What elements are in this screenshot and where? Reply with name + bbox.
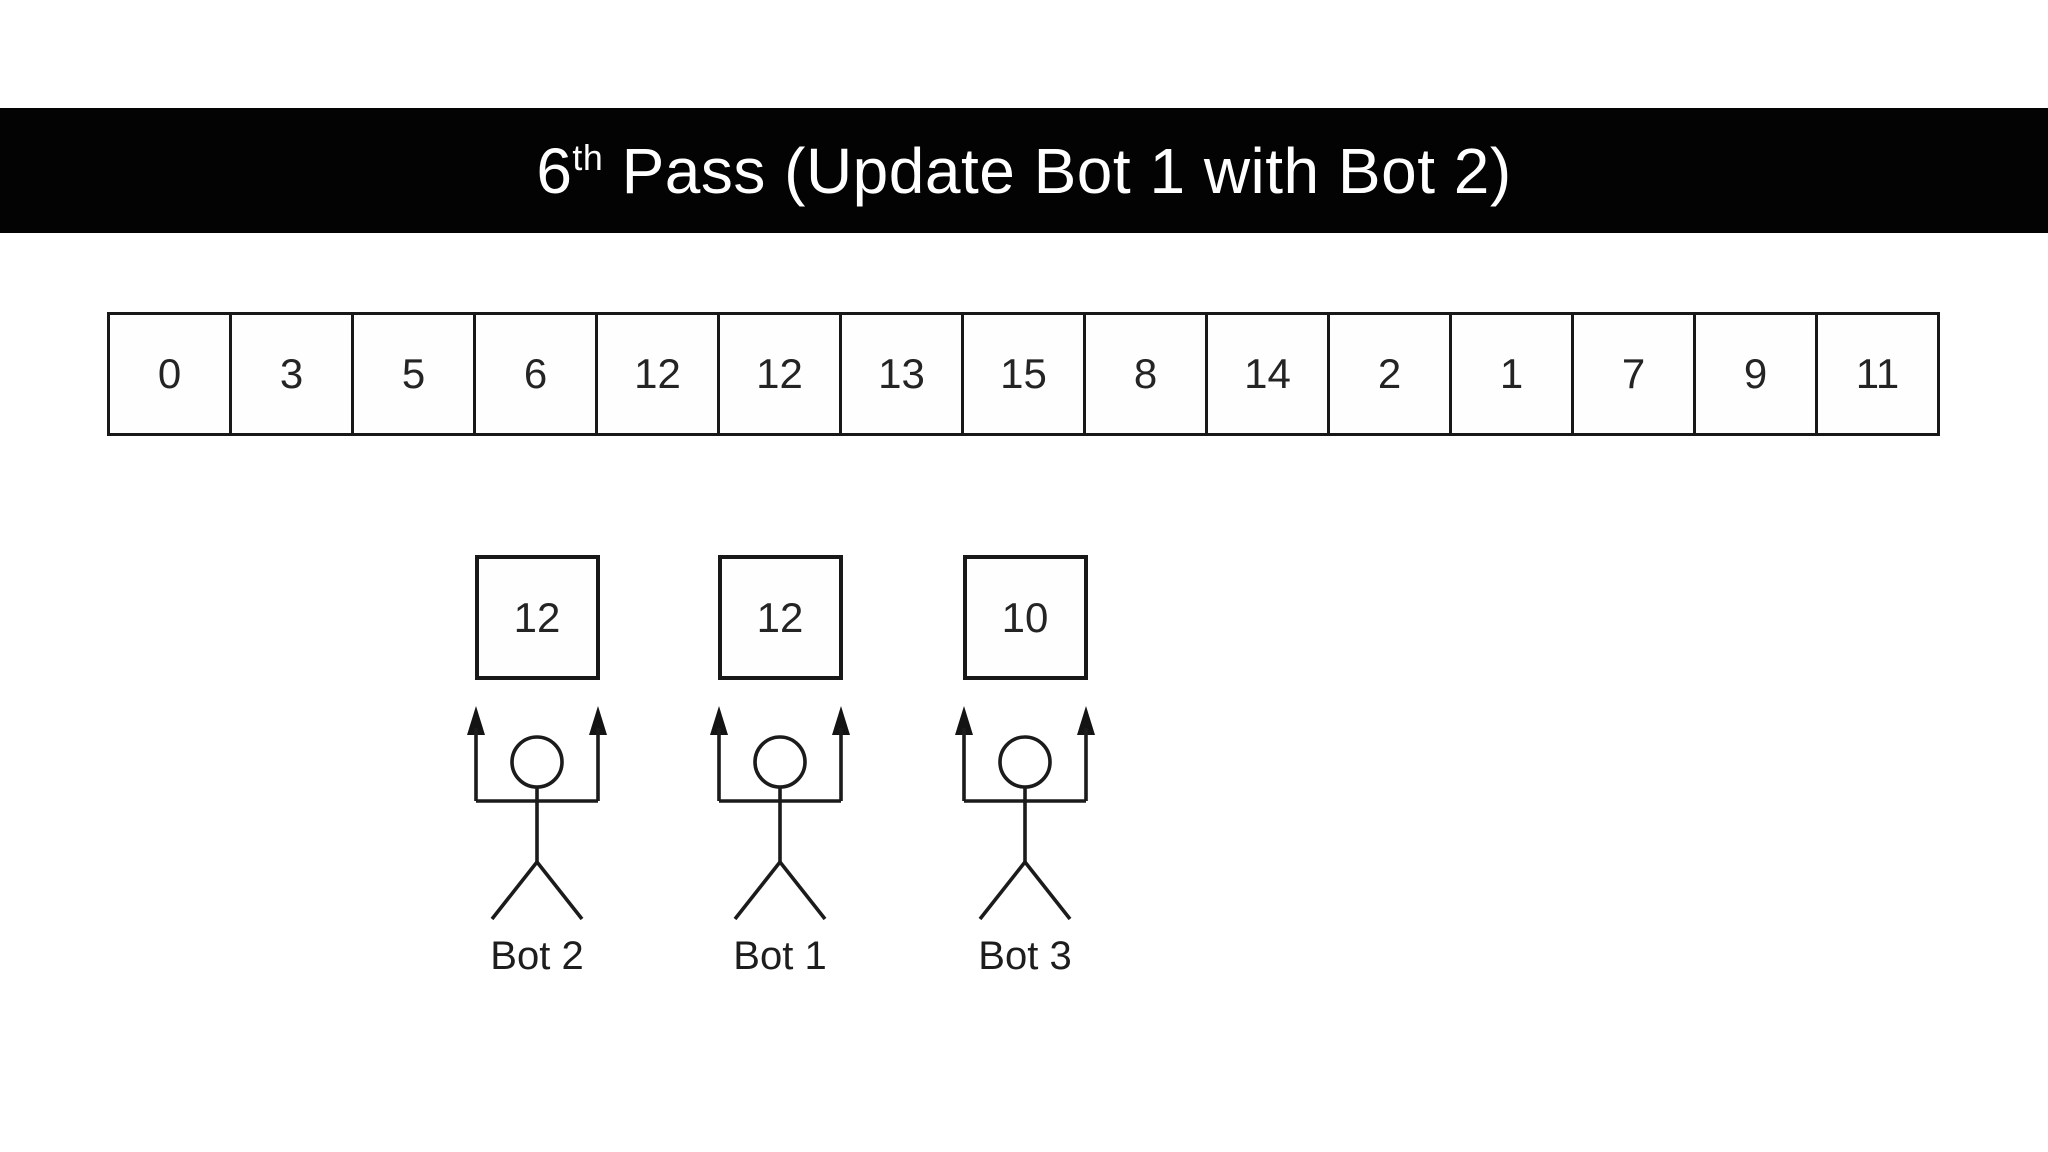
array-cell-value: 5 bbox=[401, 350, 426, 397]
arrow-up-icon bbox=[1077, 706, 1095, 735]
arrow-up-icon bbox=[710, 706, 728, 735]
array-cell-value: 15 bbox=[1000, 350, 1047, 397]
array-cell-value: 14 bbox=[1244, 350, 1291, 397]
array-cell: 2 bbox=[1330, 312, 1452, 436]
array-cell: 6 bbox=[476, 312, 598, 436]
value-array: 0 3 5 6 12 12 13 15 8 14 2 1 7 9 11 bbox=[107, 312, 1940, 436]
title-number: 6 bbox=[536, 134, 573, 207]
array-cell: 8 bbox=[1086, 312, 1208, 436]
array-cell: 14 bbox=[1208, 312, 1330, 436]
array-cell: 11 bbox=[1818, 312, 1940, 436]
array-cell: 0 bbox=[107, 312, 232, 436]
array-cell-value: 0 bbox=[157, 350, 182, 397]
bot-value: 12 bbox=[756, 593, 804, 641]
array-cell-value: 7 bbox=[1621, 350, 1646, 397]
arrow-up-icon bbox=[467, 706, 485, 735]
title-rest: Pass (Update Bot 1 with Bot 2) bbox=[603, 134, 1512, 207]
array-cell: 9 bbox=[1696, 312, 1818, 436]
title-ordinal: th bbox=[572, 138, 604, 179]
stick-figure-robot-icon bbox=[467, 706, 607, 921]
array-cell: 15 bbox=[964, 312, 1086, 436]
bot-value-box: 12 bbox=[717, 555, 843, 680]
bot-value: 10 bbox=[1001, 593, 1049, 641]
array-cell: 5 bbox=[354, 312, 476, 436]
bot-value-box: 12 bbox=[474, 555, 600, 680]
bot-label: Bot 1 bbox=[733, 934, 827, 978]
arrow-up-icon bbox=[589, 706, 607, 735]
array-cell: 7 bbox=[1574, 312, 1696, 436]
array-cell-value: 8 bbox=[1133, 350, 1158, 397]
page-title: 6th Pass (Update Bot 1 with Bot 2) bbox=[536, 134, 1511, 208]
array-cell: 12 bbox=[720, 312, 842, 436]
array-cell: 13 bbox=[842, 312, 964, 436]
bot-label: Bot 2 bbox=[490, 934, 584, 978]
array-cell-value: 6 bbox=[523, 350, 548, 397]
array-cell-value: 12 bbox=[756, 350, 803, 397]
array-cell-value: 9 bbox=[1743, 350, 1768, 397]
arrow-up-icon bbox=[832, 706, 850, 735]
arrow-up-icon bbox=[955, 706, 973, 735]
array-cell-value: 2 bbox=[1377, 350, 1402, 397]
bot-value: 12 bbox=[513, 593, 561, 641]
array-cell: 3 bbox=[232, 312, 354, 436]
array-cell-value: 3 bbox=[279, 350, 304, 397]
stick-figure-robot-icon bbox=[710, 706, 850, 921]
array-cell: 1 bbox=[1452, 312, 1574, 436]
array-cell-value: 12 bbox=[634, 350, 681, 397]
array-cell: 12 bbox=[598, 312, 720, 436]
stick-figure-robot-icon bbox=[955, 706, 1095, 921]
bot-value-box: 10 bbox=[962, 555, 1088, 680]
array-cell-value: 11 bbox=[1855, 350, 1900, 397]
array-cell-value: 1 bbox=[1499, 350, 1524, 397]
title-banner: 6th Pass (Update Bot 1 with Bot 2) bbox=[0, 108, 2048, 233]
bot-label: Bot 3 bbox=[978, 934, 1072, 978]
array-cell-value: 13 bbox=[878, 350, 925, 397]
